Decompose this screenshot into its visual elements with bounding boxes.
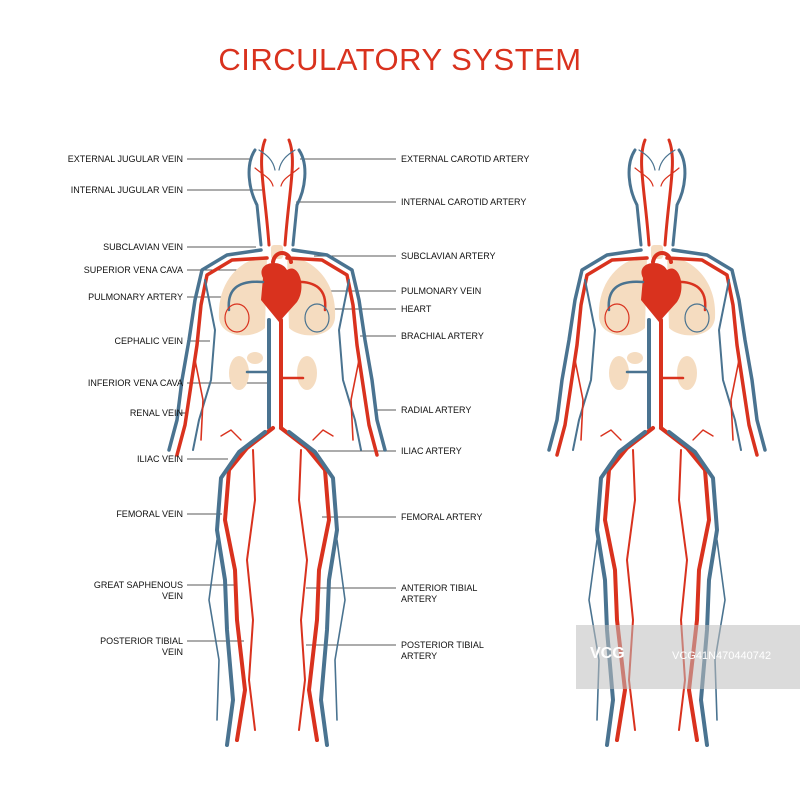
lung-vessels-right [304,303,330,333]
kidney-left [229,356,249,390]
head-branch-4 [278,149,296,171]
aortic-arch [651,251,673,264]
body-figure-front [167,138,387,747]
pulmonary-artery-left [227,280,265,312]
aortic-arch [271,251,293,264]
label-pulmonary-vein: PULMONARY VEIN [401,286,482,296]
kidney-right [297,356,317,390]
head-branch-4 [658,149,676,171]
arm-artery-left [175,256,269,457]
label-external-carotid-artery: EXTERNAL CAROTID ARTERY [401,154,530,164]
page-title: CIRCULATORY SYSTEM [218,42,582,77]
cephalic-right [718,279,742,451]
arm-vein-right [671,248,767,452]
watermark-id: VCG41N470440742 [672,650,772,662]
label-radial-artery: RADIAL ARTERY [401,405,472,415]
carotid-left [260,138,271,247]
forearm-right [350,359,360,441]
leg-artery-right [279,426,331,742]
carotid-left [640,138,651,247]
carotid-right [663,138,674,247]
adrenal-left [247,352,263,364]
label-superior-vena-cava: SUPERIOR VENA CAVA [83,265,183,275]
pulmonary-vein-right [669,280,707,312]
watermark-logo: VCG [590,645,625,662]
label-renal-vein: RENAL VEIN [129,408,183,418]
external-jugular-vein [627,148,643,247]
leg-vein-left [215,430,267,747]
label-femoral-vein: FEMORAL VEIN [116,509,183,519]
lung-vessels-left [604,303,630,333]
external-jugular-vein [247,148,263,247]
label-inferior-vena-cava: INFERIOR VENA CAVA [87,378,183,388]
forearm-left [574,359,584,441]
head-branch-2 [280,167,300,187]
lung-vessels-left [224,303,250,333]
leg-vein-right [287,430,339,747]
label-external-jugular-vein: EXTERNAL JUGULAR VEIN [67,154,183,164]
leg-artery-left [223,426,275,742]
label-subclavian-artery: SUBCLAVIAN ARTERY [401,251,496,261]
arm-vein-left [167,248,263,452]
kidney-left [609,356,629,390]
pelvic-branch-left [220,429,242,441]
watermark: VCG VCG41N470440742 [576,625,800,689]
pelvic-branch-left [600,429,622,441]
saphenous-right [334,539,346,721]
label-internal-jugular-vein: INTERNAL JUGULAR VEIN [70,185,183,195]
heart [641,263,682,322]
anterior-tibial-right [298,449,308,731]
pulmonary-artery-left [607,280,645,312]
label-brachial-artery: BRACHIAL ARTERY [401,331,484,341]
jugular-right [291,148,307,247]
kidney-right [677,356,697,390]
cephalic-left [192,279,216,451]
anterior-tibial-left [246,449,256,731]
heart [261,263,302,322]
head-branch-3 [638,149,656,171]
arm-artery-right [285,256,379,457]
leg-vein-right [667,430,719,747]
pulmonary-vein-right [289,280,327,312]
arm-artery-left [555,256,649,457]
jugular-right [671,148,687,247]
carotid-right [283,138,294,247]
lung-left [218,256,267,336]
label-cephalic-vein: CEPHALIC VEIN [114,336,183,346]
head-branch-1 [634,167,654,187]
forearm-right [730,359,740,441]
saphenous-left [208,539,220,721]
lung-vessels-right [684,303,710,333]
head-branch-3 [258,149,276,171]
pelvic-branch-right [312,429,334,441]
pelvic-branch-right [692,429,714,441]
body-figure-back [547,138,767,747]
label-iliac-vein: ILIAC VEIN [136,454,183,464]
cephalic-right [338,279,362,451]
label-femoral-artery: FEMORAL ARTERY [401,512,483,522]
forearm-left [194,359,204,441]
label-heart: HEART [401,304,432,314]
head-branch-2 [660,167,680,187]
label-internal-carotid-artery: INTERNAL CAROTID ARTERY [401,197,527,207]
lung-left [598,256,647,336]
cephalic-left [572,279,596,451]
arm-artery-right [665,256,759,457]
arm-vein-left [547,248,643,452]
adrenal-left [627,352,643,364]
label-iliac-artery: ILIAC ARTERY [401,446,462,456]
leg-vein-left [595,430,647,747]
label-subclavian-vein: SUBCLAVIAN VEIN [103,242,183,252]
arm-vein-right [291,248,387,452]
label-pulmonary-artery: PULMONARY ARTERY [88,292,183,302]
head-branch-1 [254,167,274,187]
